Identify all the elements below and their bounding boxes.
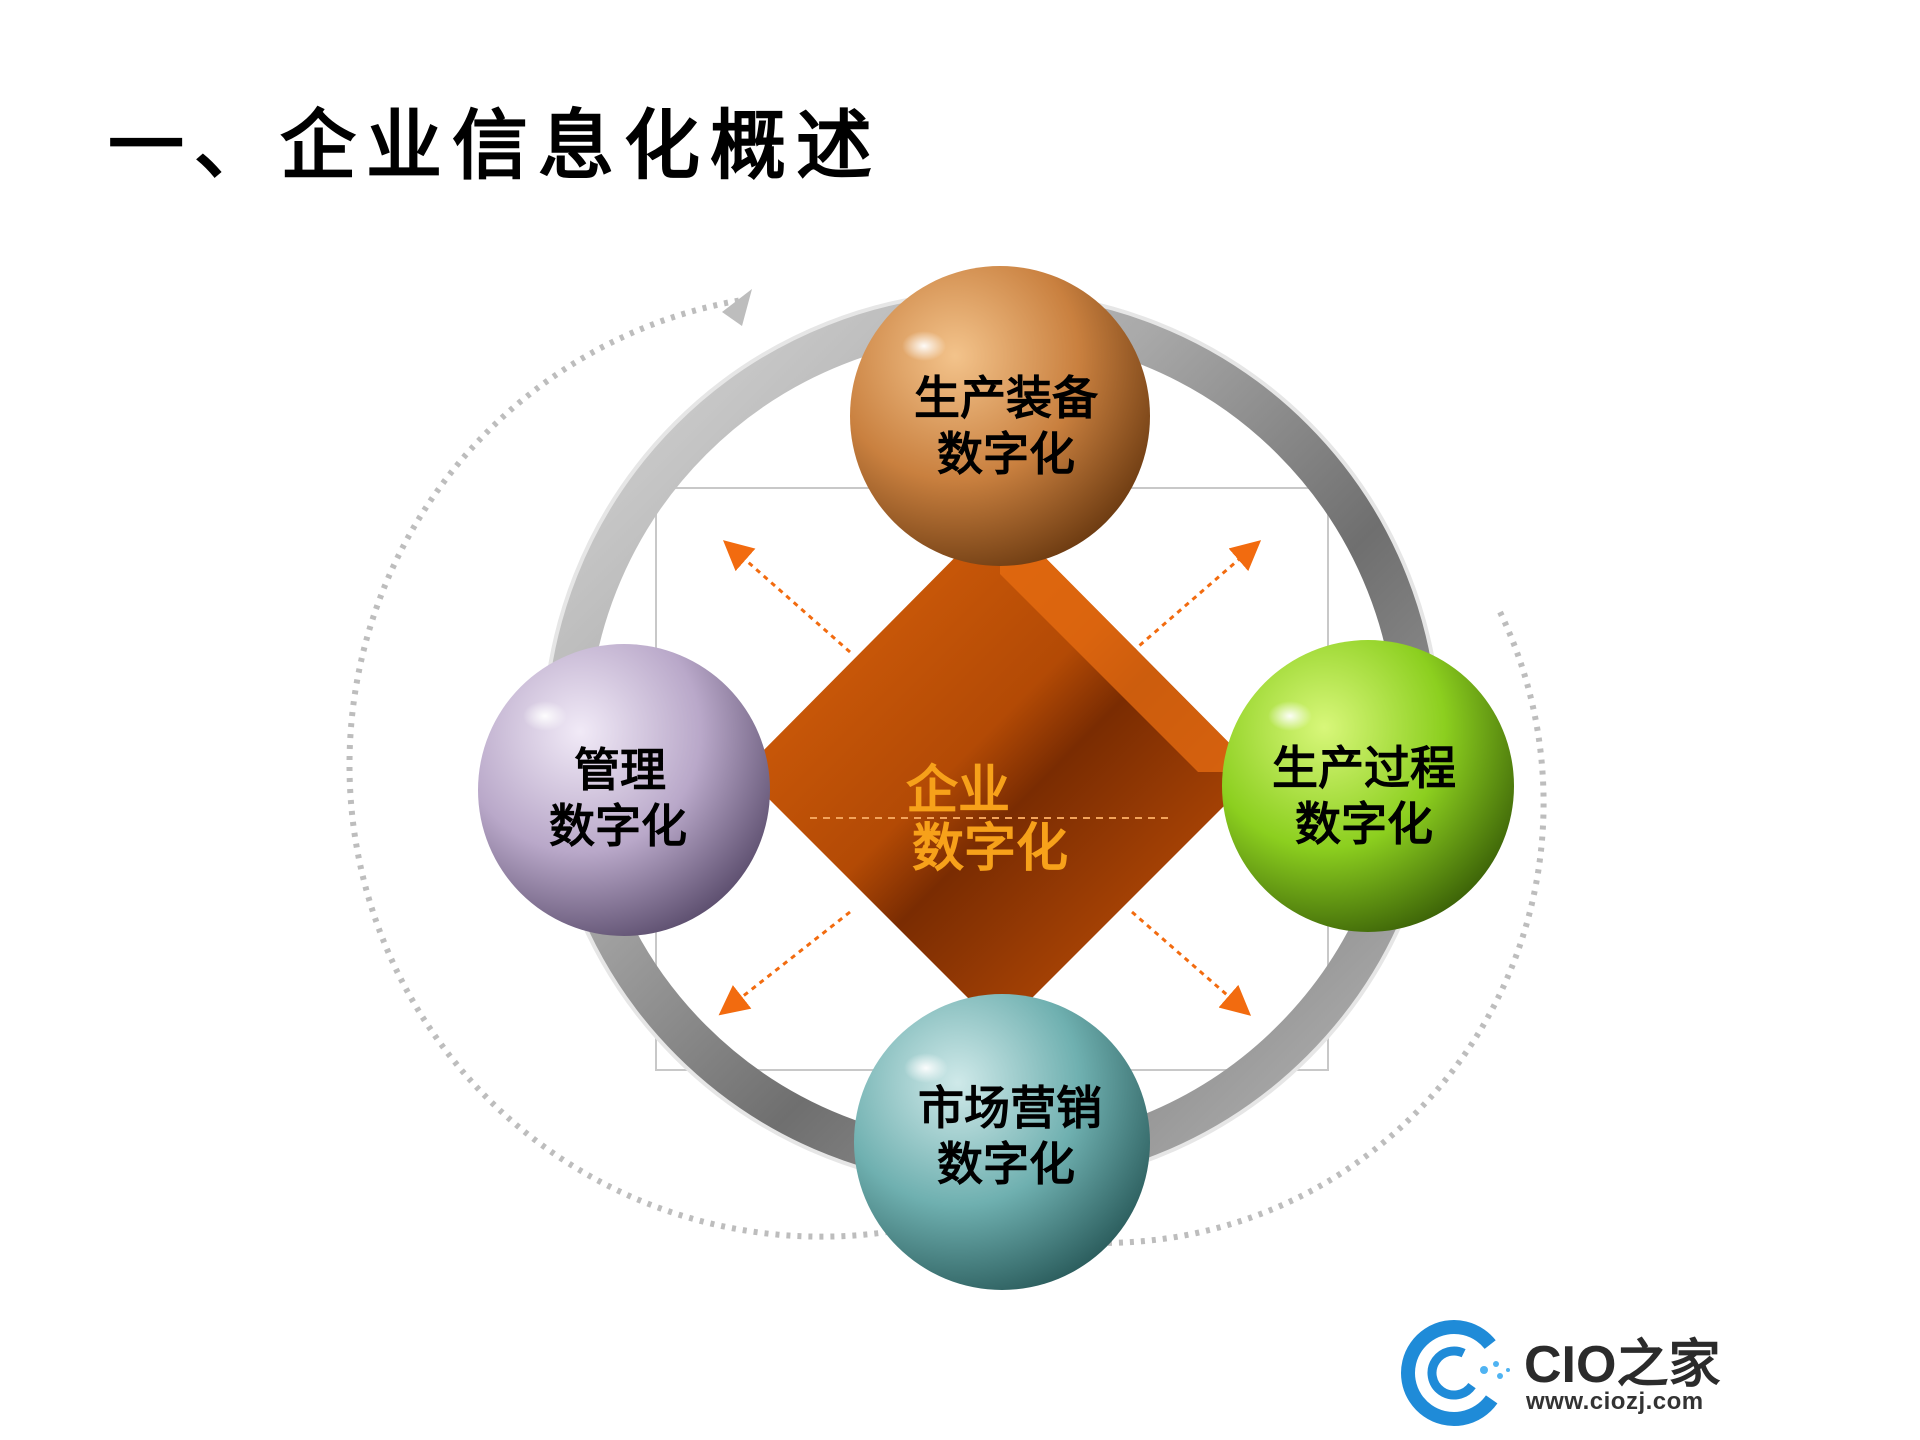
node-right-line1: 生产过程 (1272, 741, 1456, 795)
node-top-line1: 生产装备 (914, 371, 1099, 425)
center-diamond-facet (1000, 512, 1258, 772)
center-label-line2: 数字化 (912, 818, 1068, 879)
node-management: 管理 数字化 (478, 644, 770, 936)
node-top-line2: 数字化 (937, 427, 1075, 481)
arrow-down-left (718, 910, 851, 1016)
node-right-line2: 数字化 (1295, 797, 1433, 851)
cio-logo: CIO之家 www.ciozj.com (1396, 1318, 1756, 1428)
node-marketing: 市场营销 数字化 (854, 994, 1150, 1290)
node-production-process: 生产过程 数字化 (1222, 640, 1514, 932)
center-label-line1: 企业 (906, 760, 1010, 821)
node-production-equipment: 生产装备 数字化 (850, 266, 1150, 566)
cycle-arrow-upper-left (346, 297, 901, 1240)
slide-title: 一、企业信息化概述 (108, 101, 882, 190)
logo-name: CIO之家 (1524, 1336, 1721, 1394)
arrow-up-left (722, 540, 851, 654)
logo-url: www.ciozj.com (1526, 1388, 1704, 1415)
arrow-down-right (1131, 910, 1252, 1016)
cio-logo-icon (1401, 1320, 1510, 1426)
node-bottom-line1: 市场营销 (918, 1081, 1102, 1135)
node-bottom-line2: 数字化 (937, 1137, 1075, 1191)
arrow-up-right (1131, 540, 1262, 654)
cycle-arrowhead-upper-left (722, 289, 752, 326)
center-diamond (742, 512, 1258, 1030)
node-left-line1: 管理 (574, 743, 666, 797)
node-left-line2: 数字化 (549, 799, 687, 853)
